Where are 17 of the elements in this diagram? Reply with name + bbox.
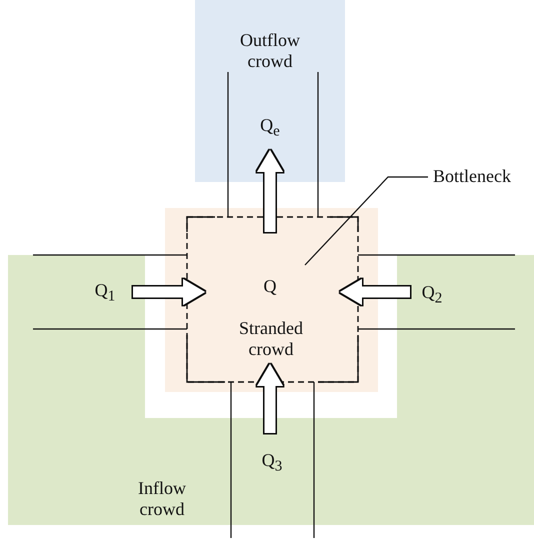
- flow-label: Q$_{3}$: [260, 450, 284, 477]
- inflow-region: [8, 255, 534, 525]
- block-arrow: [340, 279, 410, 305]
- flow-label: Q$_{2}$: [420, 282, 444, 309]
- block-arrow: [133, 279, 205, 305]
- bottleneck-region: [165, 208, 378, 392]
- region-label: Outflow crowd: [239, 30, 301, 72]
- quantity-label: Q: [262, 276, 278, 297]
- leader-line: [304, 176, 428, 266]
- block-arrow: [257, 150, 283, 232]
- flow-label: Q$_{1}$: [94, 280, 116, 307]
- outflow-region: [195, 0, 345, 182]
- block-arrow: [257, 364, 283, 433]
- callout-label: Bottleneck: [433, 166, 533, 187]
- region-label: Inflow crowd: [137, 478, 187, 520]
- region-label: Stranded crowd: [238, 318, 304, 360]
- flow-label: Q$_{e}$: [259, 115, 281, 142]
